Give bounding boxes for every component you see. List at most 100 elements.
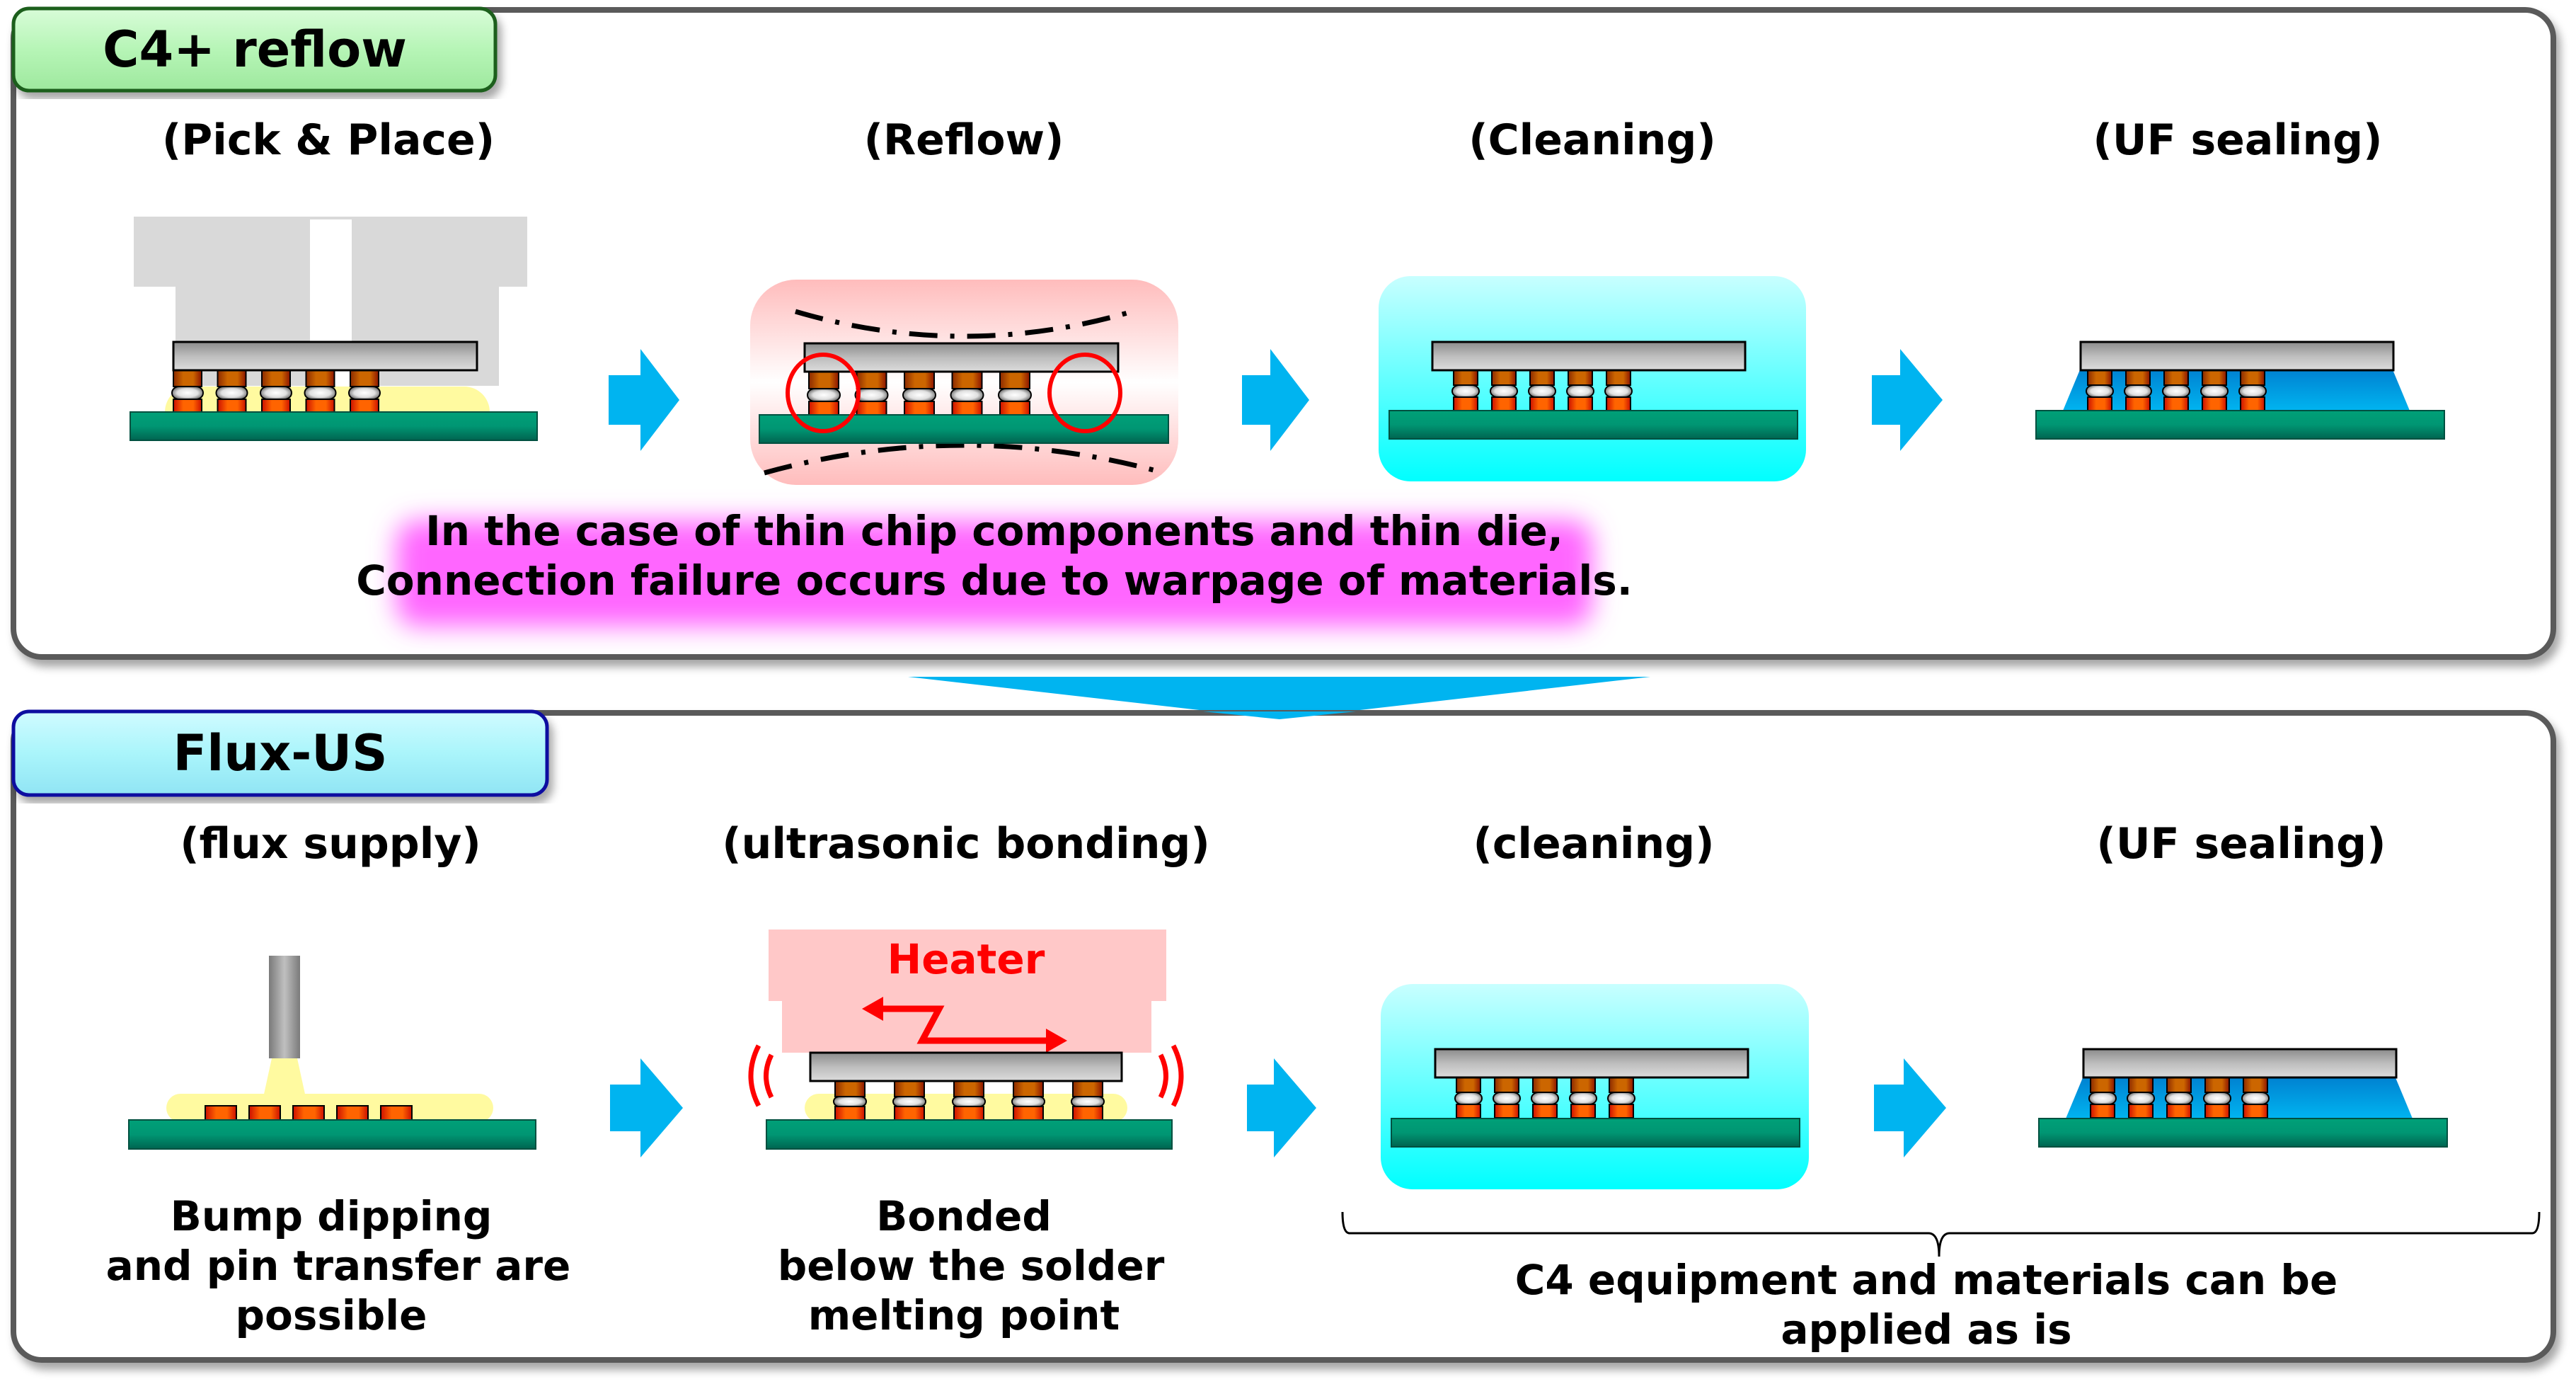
bump [2238,370,2267,411]
substrate-pad [2090,1104,2115,1119]
substrate [2038,1118,2448,1148]
copper-pillar [1013,1080,1044,1097]
solder-cap [1566,384,1594,398]
pick-place-illustration [130,217,538,441]
step-heading-uf-sealing: (UF sealing) [2096,819,2386,869]
substrate-pad [808,401,839,416]
solder-cap [950,388,984,402]
note-bonding-line-1: Bonded [876,1192,1052,1240]
note-c4-compat-line-2: applied as is [1781,1305,2071,1354]
substrate-pad [1609,1104,1634,1119]
copper-pillar [834,1080,866,1097]
substrate-pad [999,401,1030,416]
copper-pillar [2087,370,2112,386]
flux-nozzle [269,956,300,1058]
bump [2241,1077,2270,1119]
solder-cap [1071,1096,1105,1107]
bump [171,370,204,414]
flow-arrow-6 [1874,1058,1946,1157]
flux-us-panel: Flux-US (flux supply) (ultrasonic bondin… [11,709,2556,1363]
solder-cap [1011,1096,1045,1107]
warpage-line-bottom [764,442,1165,476]
solder-cap [1604,384,1633,398]
substrate [130,411,538,441]
copper-pillar [904,371,935,389]
bump [1490,370,1518,411]
bump [1569,1077,1597,1119]
bump [2165,1077,2193,1119]
failure-marker-left [786,353,861,433]
substrate-pad [904,401,935,416]
substrate-pad [2240,396,2265,411]
bump [304,370,337,414]
copper-pillar [173,370,202,387]
ultrasonic-bonding-illustration: Heater [748,930,1184,1150]
copper-pillar [2240,370,2265,386]
bump [2124,370,2152,411]
substrate-pad [248,1105,281,1121]
note-flux-supply-line-3: possible [235,1291,427,1339]
substrate-pad [205,1105,237,1121]
warning-highlight [396,520,1592,627]
die [809,1051,1123,1082]
cleaning-illustration [1379,276,1806,481]
substrate [1391,1118,1800,1148]
c4-reflow-tab: C4+ reflow [11,6,498,93]
copper-pillar [1453,370,1478,386]
uf-sealing-illustration [2035,341,2445,440]
copper-pillar [1072,1080,1103,1097]
substrate-pad [2166,1104,2192,1119]
step-heading-uf-sealing: (UF sealing) [2093,115,2382,165]
transition-arrow-tip [1203,711,1356,719]
bump-array [171,370,381,414]
flux-us-title: Flux-US [173,724,387,782]
solder-cap [1451,384,1480,398]
solder-cap [1607,1092,1635,1105]
note-bonding-line-3: melting point [808,1291,1120,1339]
copper-pillar [1456,1077,1481,1093]
copper-pillar [1606,370,1631,386]
solder-cap [2203,1092,2231,1105]
reflow-illustration [750,280,1178,485]
copper-pillar [2090,1077,2115,1093]
substrate-pad [2125,396,2151,411]
bump [833,1080,867,1121]
warning-line-1: In the case of thin chip components and … [425,507,1563,555]
die [1434,1048,1749,1079]
bump [2162,370,2190,411]
bump [892,1080,926,1121]
vibration-arrow-head-left [862,997,883,1021]
copper-pillar [1494,1077,1519,1093]
solder-cap [1528,384,1556,398]
bump-array [833,1080,1105,1121]
bump [950,371,984,416]
cleaning-illustration-2 [1381,984,1809,1189]
note-bonding-line-2: below the solder [778,1242,1165,1290]
bump [1604,370,1633,411]
solder-cap [2088,1092,2117,1105]
substrate [128,1119,536,1150]
die [172,341,478,372]
substrate-pad [2128,1104,2154,1119]
vibration-arrow [878,1005,1047,1044]
bump [2127,1077,2155,1119]
copper-pillar [2243,1077,2268,1093]
bump [1451,370,1480,411]
copper-pillar [951,371,983,389]
note-c4-compat: C4 equipment and materials can be applie… [1515,1256,2338,1354]
underfill-fillet [2066,1076,2413,1119]
substrate [1388,410,1798,440]
solder-cap [1531,1092,1559,1105]
c4-reflow-panel-frame [11,7,2556,660]
solder-cap [2200,384,2229,398]
substrate-pad [1568,396,1593,411]
substrate [766,1119,1173,1150]
bump [1011,1080,1045,1121]
copper-pillar [2204,1077,2230,1093]
substrate-pad [1453,396,1478,411]
bump [854,371,889,416]
bump [1531,1077,1559,1119]
solder-cap [1490,384,1518,398]
copper-pillar [1570,1077,1596,1093]
